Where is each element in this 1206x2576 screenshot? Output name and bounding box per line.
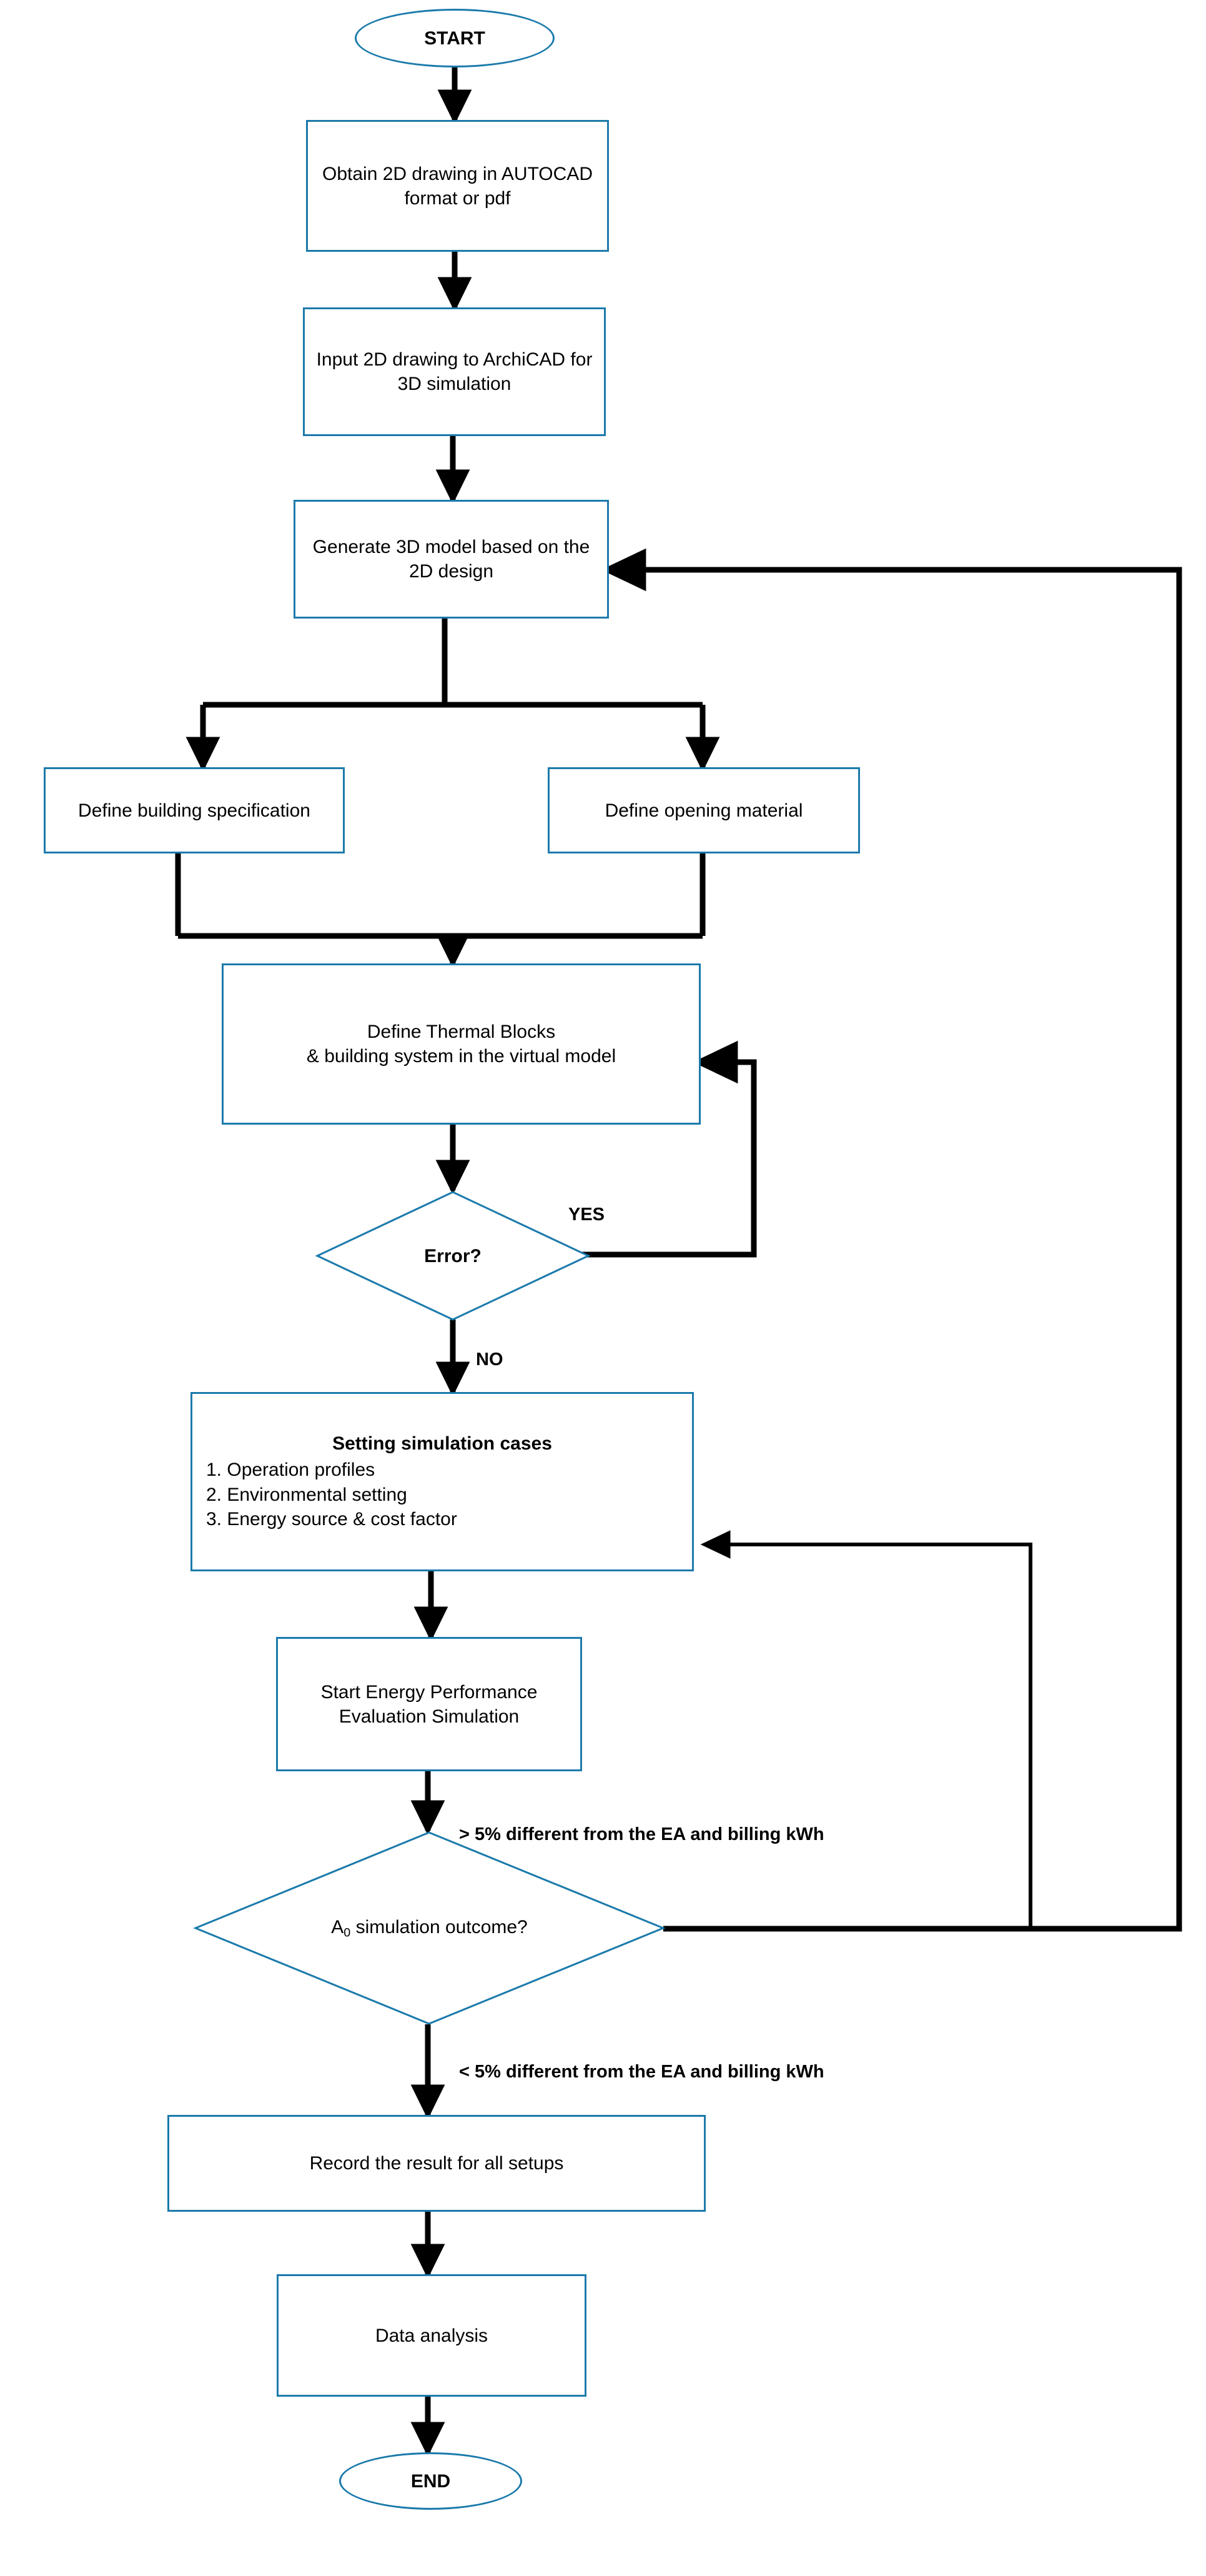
node-start-label: START <box>424 27 485 49</box>
setting-simulation-cases-body: Setting simulation cases 1. Operation pr… <box>192 1431 692 1531</box>
setting-simulation-cases-title: Setting simulation cases <box>332 1433 552 1455</box>
node-generate-3d-model-label: Generate 3D model based on the 2D design <box>312 537 590 582</box>
outcome-decision-shape <box>194 1831 665 2025</box>
node-error-decision: Error? <box>315 1190 590 1321</box>
node-data-analysis-label: Data analysis <box>375 2325 488 2346</box>
node-obtain-2d-drawing-label: Obtain 2D drawing in AUTOCAD format or p… <box>322 163 593 209</box>
node-data-analysis: Data analysis <box>277 2274 586 2397</box>
node-define-building-specification-label: Define building specification <box>78 800 310 821</box>
node-end: END <box>339 2452 522 2510</box>
node-record-result-label: Record the result for all setups <box>309 2153 564 2174</box>
node-outcome-decision: A0 simulation outcome? <box>194 1831 665 2026</box>
edge-label-error-yes: YES <box>568 1205 605 1225</box>
node-end-label: END <box>410 2470 451 2492</box>
node-record-result: Record the result for all setups <box>167 2115 706 2212</box>
node-start-energy-simulation: Start Energy Performance Evaluation Simu… <box>276 1637 582 1771</box>
node-define-thermal-blocks-label: Define Thermal Blocks & building system … <box>306 1022 616 1067</box>
setting-simulation-cases-item-1: 1. Operation profiles <box>206 1459 375 1480</box>
node-outcome-decision-label: A0 simulation outcome? <box>194 1831 665 2026</box>
outcome-decision-prefix: A <box>331 1916 344 1937</box>
edge-label-outcome-above-5: > 5% different from the EA and billing k… <box>459 1824 824 1844</box>
node-define-building-specification: Define building specification <box>44 767 345 853</box>
node-define-opening-material: Define opening material <box>548 767 860 853</box>
node-define-thermal-blocks: Define Thermal Blocks & building system … <box>222 963 701 1125</box>
edge-label-outcome-below-5: < 5% different from the EA and billing k… <box>459 2062 824 2082</box>
node-obtain-2d-drawing: Obtain 2D drawing in AUTOCAD format or p… <box>306 120 609 252</box>
setting-simulation-cases-item-3: 3. Energy source & cost factor <box>206 1509 457 1530</box>
node-input-2d-to-archicad-label: Input 2D drawing to ArchiCAD for 3D simu… <box>316 349 593 394</box>
node-start-energy-simulation-label: Start Energy Performance Evaluation Simu… <box>320 1681 538 1727</box>
node-setting-simulation-cases: Setting simulation cases 1. Operation pr… <box>190 1392 694 1571</box>
edge-label-error-no: NO <box>476 1350 503 1370</box>
node-error-decision-label: Error? <box>424 1245 482 1266</box>
node-generate-3d-model: Generate 3D model based on the 2D design <box>294 500 609 619</box>
setting-simulation-cases-item-2: 2. Environmental setting <box>206 1484 407 1505</box>
outcome-decision-subscript: 0 <box>344 1926 351 1940</box>
node-start: START <box>355 9 555 67</box>
outcome-decision-suffix: simulation outcome? <box>350 1916 528 1937</box>
node-input-2d-to-archicad: Input 2D drawing to ArchiCAD for 3D simu… <box>303 307 606 436</box>
node-define-opening-material-label: Define opening material <box>605 800 803 821</box>
error-decision-shape <box>315 1191 590 1321</box>
